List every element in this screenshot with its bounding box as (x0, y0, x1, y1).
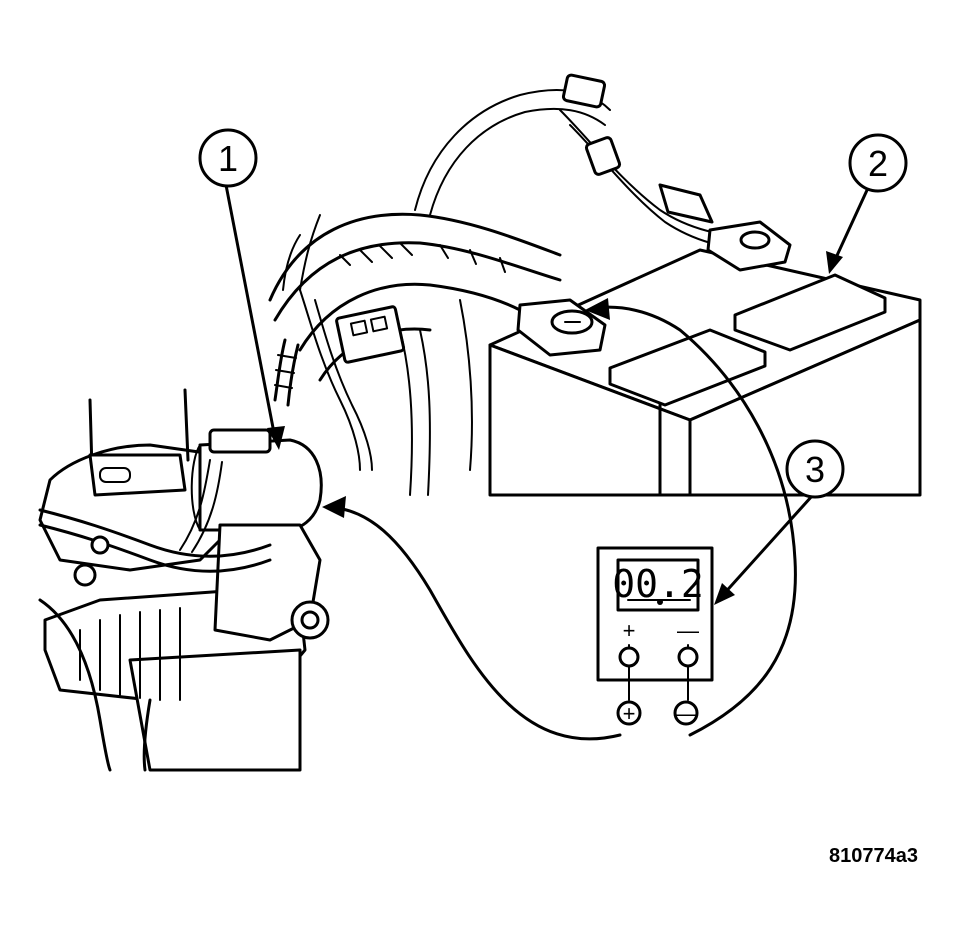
callout-2: 2 (848, 133, 908, 193)
battery-icon (488, 248, 922, 497)
meter-positive-label: + (623, 618, 636, 643)
callout-1: 1 (198, 128, 258, 188)
callout-leaders (224, 183, 870, 605)
callout-3-label: 3 (805, 449, 825, 490)
voltmeter-icon (596, 546, 714, 726)
probe-positive-label: + (623, 701, 636, 726)
callout-2-label: 2 (868, 143, 888, 184)
callout-3: 3 (785, 439, 845, 499)
figure-id: 810774a3 (829, 845, 918, 867)
starter-motor-icon (38, 388, 330, 772)
meter-reading: 00.2 (612, 562, 704, 606)
probe-negative-label: — (675, 701, 697, 726)
callout-1-label: 1 (218, 138, 238, 179)
battery-terminal-icon (516, 183, 792, 357)
meter-negative-label: — (677, 618, 699, 643)
wiring-harness-icon (268, 73, 761, 496)
test-leads (322, 298, 797, 741)
